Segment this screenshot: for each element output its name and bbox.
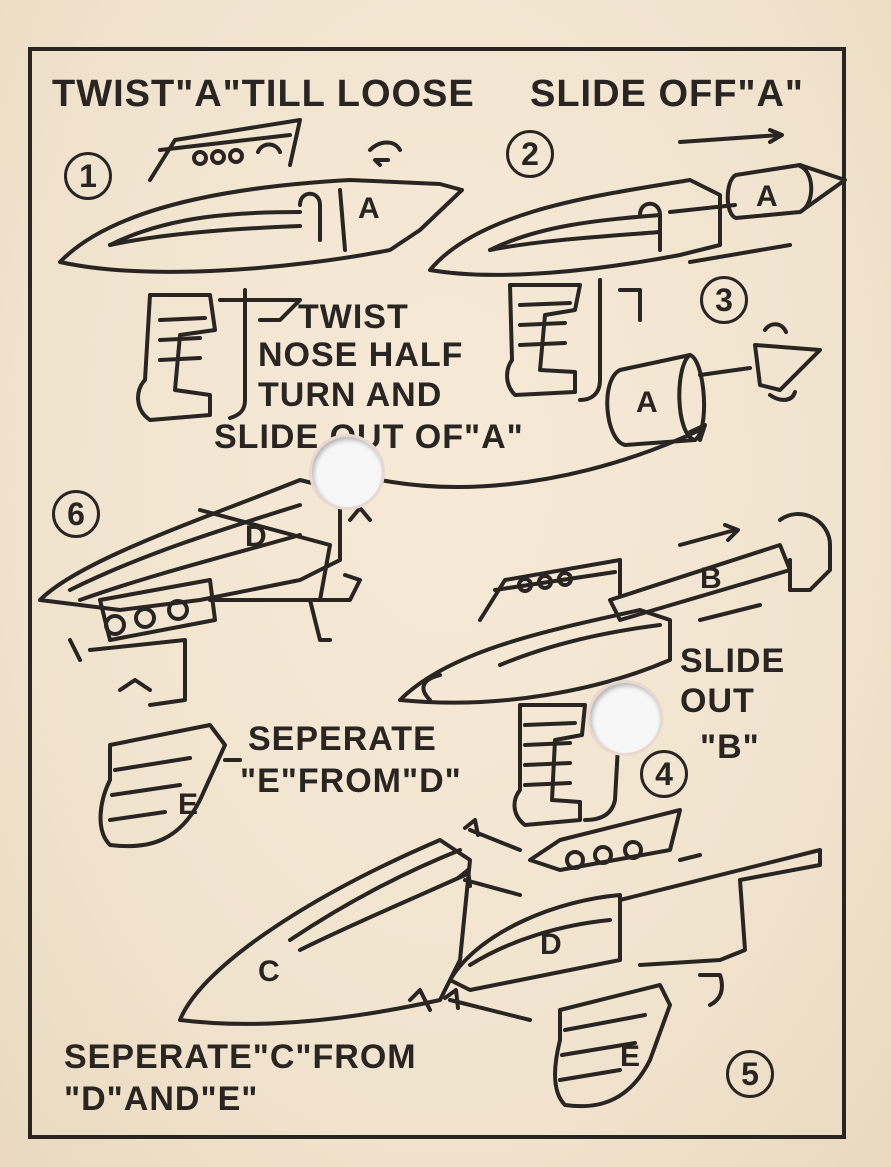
part-label-e2: E [620, 1040, 641, 1073]
step3-instruction-line3: TURN AND [258, 376, 443, 414]
punched-hole-upper [312, 437, 382, 507]
step-number-1: 1 [64, 152, 112, 200]
step-number-4: 4 [640, 750, 688, 798]
step-number-2: 2 [506, 130, 554, 178]
step6-instruction-line1: SEPERATE [248, 720, 437, 758]
part-label-e1: E [178, 788, 199, 821]
step-number-3: 3 [700, 276, 748, 324]
gun-step-3-parts [318, 322, 822, 490]
step5-instruction-line1: SEPERATE"C"FROM [64, 1038, 417, 1076]
part-label-c: C [258, 955, 280, 988]
step6-instruction-line2: "E"FROM"D" [240, 762, 462, 800]
gun-step-6 [38, 478, 372, 849]
part-label-d2: D [540, 928, 562, 961]
step3-instruction-line1: TWIST [298, 298, 409, 336]
gun-step-4 [398, 512, 832, 827]
step4-instruction-line2: OUT [680, 682, 755, 720]
part-label-b: B [700, 562, 722, 595]
gun-step-2 [428, 128, 847, 402]
step-number-6: 6 [52, 490, 100, 538]
step5-instruction-line2: "D"AND"E" [64, 1080, 259, 1118]
step4-instruction-line1: SLIDE [680, 642, 786, 680]
part-label-a3: A [636, 386, 658, 419]
punched-hole-lower [590, 683, 660, 753]
part-label-a2: A [756, 180, 778, 213]
part-label-d1: D [245, 520, 267, 553]
card-border [28, 47, 846, 1139]
step3-instruction-line2: NOSE HALF [258, 336, 464, 374]
gun-step-1 [58, 118, 464, 422]
gun-step-5 [178, 808, 822, 1109]
step4-instruction-line3: "B" [700, 728, 760, 766]
part-label-a1: A [358, 192, 380, 225]
step-number-5: 5 [726, 1050, 774, 1098]
step2-instruction: SLIDE OFF"A" [530, 73, 804, 115]
step1-instruction: TWIST"A"TILL LOOSE [52, 73, 475, 115]
